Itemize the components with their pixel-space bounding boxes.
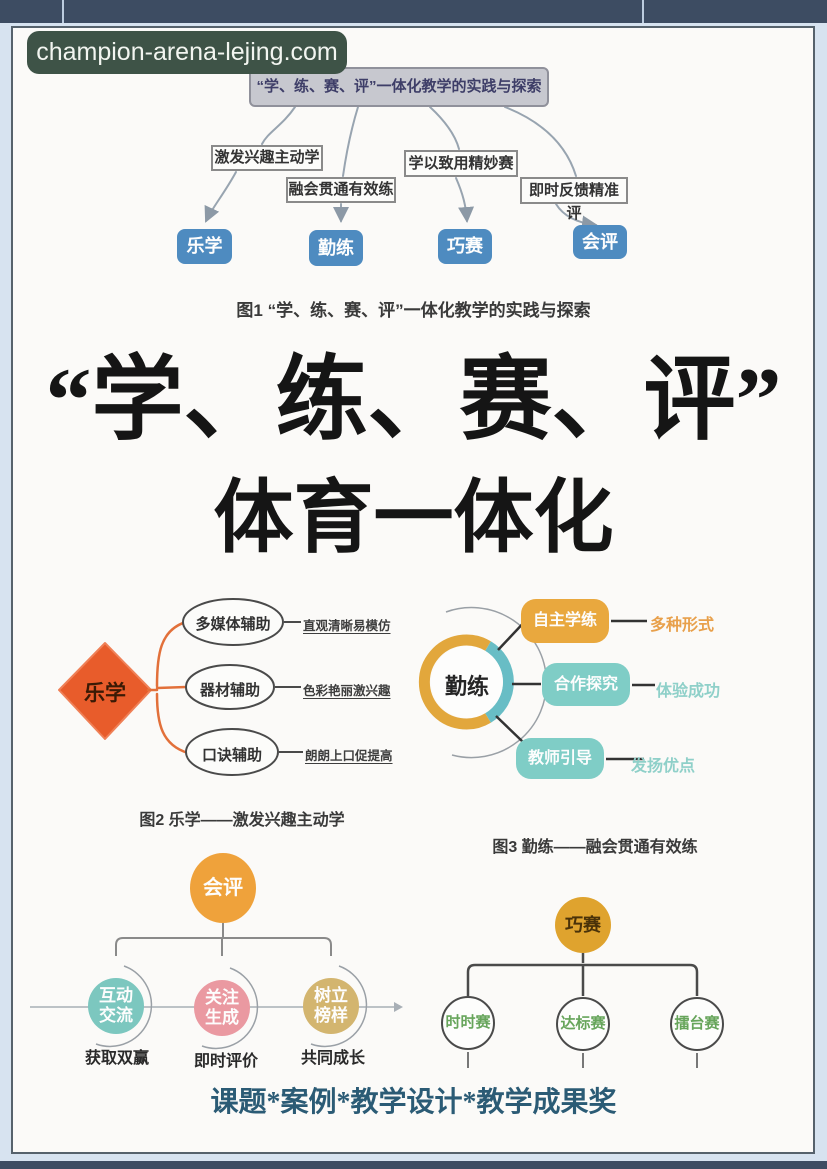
fig1-node-qiaosai: 巧赛 bbox=[438, 229, 492, 264]
fig2-oval-qicai: 器材辅助 bbox=[199, 682, 260, 699]
fig3-note-duozhong: 多种形式 bbox=[650, 617, 715, 634]
fig2-oval-koujue: 口诀辅助 bbox=[201, 747, 262, 764]
fig1-node-qinlian: 勤练 bbox=[309, 230, 363, 266]
poster-title-line2: 体育一体化 bbox=[213, 473, 614, 562]
fig2-diamond-label: 乐学 bbox=[84, 682, 126, 705]
fig5-center-circle: 巧赛 bbox=[555, 897, 611, 953]
fig5-circle-leitaisai: 擂台赛 bbox=[670, 997, 724, 1051]
fig1-box-jishifankui: 即时反馈精准评 bbox=[520, 177, 628, 222]
fig4-circle-guanzhu-label: 关注生成 bbox=[205, 988, 239, 1027]
fig3-pill-jiaoshi: 教师引导 bbox=[516, 738, 604, 779]
fig1-box-jifaxingqu: 激发兴趣主动学 bbox=[211, 145, 323, 171]
fig4-note-huoqu: 获取双赢 bbox=[84, 1050, 149, 1067]
top-bar bbox=[0, 0, 827, 23]
fig2-note-langlang: 朗朗上口促提高 bbox=[305, 749, 393, 763]
fig1-caption: 图1 “学、练、赛、评”一体化教学的实践与探索 bbox=[236, 301, 591, 320]
fig4-center-circle: 会评 bbox=[190, 853, 256, 923]
fig1-title-box: “学、练、赛、评”一体化教学的实践与探索 bbox=[249, 67, 549, 107]
fig5-circle-shishisai: 时时赛 bbox=[441, 996, 495, 1050]
fig3-pill-zizhu: 自主学练 bbox=[521, 599, 609, 643]
fig4-circle-shuli-label: 树立榜样 bbox=[314, 986, 348, 1025]
fig3-ring-label: 勤练 bbox=[444, 674, 489, 699]
fig1-node-lexue: 乐学 bbox=[177, 229, 232, 264]
fig3-caption: 图3 勤练——融会贯通有效练 bbox=[492, 839, 698, 856]
watermark-badge: champion-arena-lejing.com bbox=[27, 31, 347, 74]
fig2-note-secai: 色彩艳丽激兴趣 bbox=[303, 684, 391, 698]
poster-title-line1: “学、练、赛、评” bbox=[45, 349, 782, 451]
fig4-circle-shuli: 树立榜样 bbox=[303, 978, 359, 1034]
fig2-oval-duomeiti: 多媒体辅助 bbox=[195, 616, 271, 633]
footer-text: 课题*案例*教学设计*教学成果奖 bbox=[210, 1087, 617, 1118]
fig4-note-jishi: 即时评价 bbox=[193, 1053, 258, 1070]
fig1-box-xueyizhiyong: 学以致用精妙赛 bbox=[404, 150, 518, 177]
fig4-circle-hudong: 互动交流 bbox=[88, 978, 144, 1034]
top-bar-guide-left bbox=[62, 0, 64, 23]
bottom-bar bbox=[0, 1161, 827, 1169]
fig4-circle-hudong-label: 互动交流 bbox=[99, 986, 133, 1025]
fig4-note-gongtong: 共同成长 bbox=[300, 1050, 365, 1067]
fig1-box-ronghuiguantong: 融会贯通有效练 bbox=[286, 177, 396, 203]
fig3-note-tiyan: 体验成功 bbox=[656, 683, 721, 700]
fig4-circle-guanzhu: 关注生成 bbox=[194, 980, 250, 1036]
fig5-circle-dabiaosai: 达标赛 bbox=[556, 997, 610, 1051]
fig2-caption: 图2 乐学——激发兴趣主动学 bbox=[139, 812, 345, 829]
fig3-note-fayang: 发扬优点 bbox=[631, 758, 696, 775]
top-bar-guide-right bbox=[642, 0, 644, 23]
fig2-note-zhiguan: 直观清晰易模仿 bbox=[303, 619, 391, 633]
fig1-node-huiping: 会评 bbox=[573, 225, 627, 259]
fig3-pill-hezuo: 合作探究 bbox=[542, 663, 630, 706]
